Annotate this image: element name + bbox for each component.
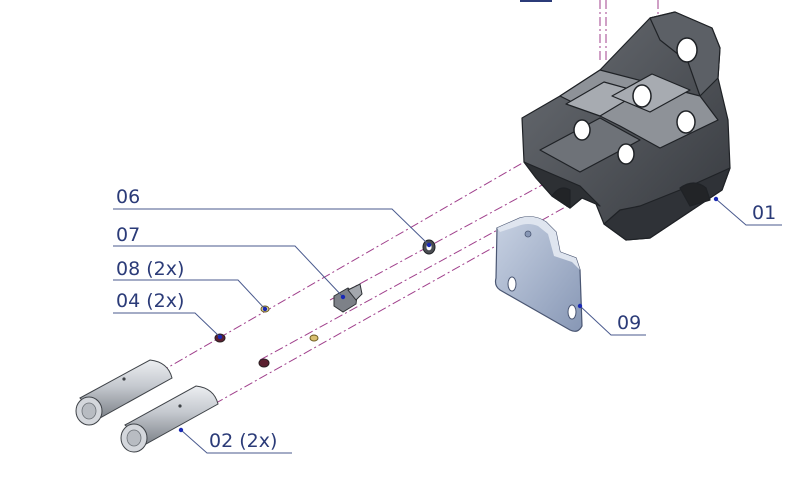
axis-lower-pin xyxy=(199,195,586,413)
assembly-axes xyxy=(159,0,659,413)
bracket-hole-4 xyxy=(617,143,635,165)
bracket-hole-3 xyxy=(573,119,591,141)
part-08-grease-nipples xyxy=(260,305,319,342)
callout-01: 01 xyxy=(713,196,782,226)
callout-06-label: 06 xyxy=(116,186,140,208)
axis-plate xyxy=(259,221,513,361)
part-01-bracket xyxy=(521,11,731,241)
part-02-pin-upper xyxy=(75,359,173,426)
part-04-nut-lower xyxy=(258,358,270,368)
part-07-bolt xyxy=(333,283,363,313)
bracket-hole-2 xyxy=(676,110,696,134)
callout-06: 06 xyxy=(113,186,432,248)
callout-02-label: 02 (2x) xyxy=(209,430,277,452)
bracket-top-hole xyxy=(676,37,698,63)
part-08-nipple-lower xyxy=(309,334,319,342)
callout-01-label: 01 xyxy=(752,202,776,224)
callout-04-label: 04 (2x) xyxy=(116,290,184,312)
part-02-pin-lower xyxy=(120,385,219,453)
axis-upper-pin xyxy=(159,149,546,373)
callout-07-label: 07 xyxy=(116,224,140,246)
callout-04: 04 (2x) xyxy=(113,290,223,340)
bracket-hole-1 xyxy=(632,84,652,108)
callout-09: 09 xyxy=(577,303,646,336)
plate-slot-left xyxy=(507,276,517,292)
plate-slot-right xyxy=(567,304,577,320)
callout-08-label: 08 (2x) xyxy=(116,258,184,280)
part-09-plate xyxy=(494,216,583,332)
callout-07: 07 xyxy=(113,224,346,300)
bracket-holes xyxy=(573,37,698,165)
callouts: 06 07 08 (2x) 04 (2x) 02 (2x) 09 xyxy=(113,186,782,454)
callout-02: 02 (2x) xyxy=(178,427,292,454)
part-04-nuts xyxy=(214,333,270,368)
callout-09-label: 09 xyxy=(617,312,641,334)
callout-08: 08 (2x) xyxy=(113,258,268,312)
